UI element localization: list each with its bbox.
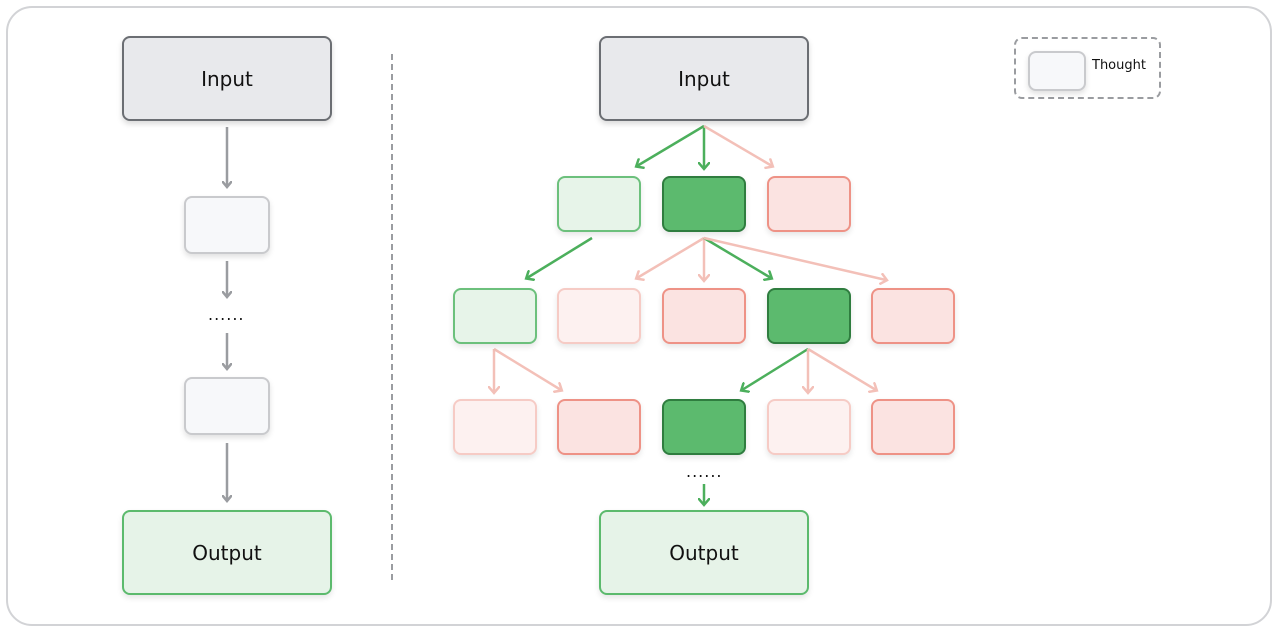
tree-node-l1-2	[662, 176, 746, 232]
right-output-label: Output	[669, 540, 739, 565]
left-ellipsis: ......	[208, 305, 245, 324]
left-output-box: Output	[122, 510, 332, 595]
tree-node-l1-3	[767, 176, 851, 232]
tree-arrow-l2d-l3e	[807, 347, 876, 390]
left-thought-1	[184, 196, 270, 254]
tree-node-l3-3	[662, 399, 746, 455]
tree-arrow-input-l1a	[637, 124, 705, 166]
tree-arrow-l2d-l3c	[742, 347, 809, 390]
left-input-label: Input	[201, 66, 253, 91]
tree-arrow-l1b-l2c	[637, 236, 705, 278]
tree-node-l2-2	[557, 288, 641, 344]
right-input-box: Input	[599, 36, 809, 121]
right-output-box: Output	[599, 510, 809, 595]
right-ellipsis: ......	[686, 462, 723, 481]
right-input-label: Input	[678, 66, 730, 91]
tree-arrow-l1b-l2d	[703, 236, 771, 278]
tree-node-l3-2	[557, 399, 641, 455]
section-divider	[391, 54, 393, 580]
legend-box: Thought	[1014, 37, 1161, 99]
tree-node-l2-4	[767, 288, 851, 344]
tree-node-l2-1	[453, 288, 537, 344]
tree-arrow-l2a-l3b	[493, 347, 561, 390]
tree-arrow-l1b-l2e	[703, 236, 886, 280]
tree-arrow-l1a-l2a	[527, 236, 593, 278]
left-thought-2	[184, 377, 270, 435]
tree-node-l3-4	[767, 399, 851, 455]
tree-node-l3-1	[453, 399, 537, 455]
tree-arrow-input-l1c	[703, 124, 772, 166]
tree-node-l2-3	[662, 288, 746, 344]
tree-node-l3-5	[871, 399, 955, 455]
tree-node-l2-5	[871, 288, 955, 344]
legend-thought-label: Thought	[1092, 58, 1146, 73]
left-input-box: Input	[122, 36, 332, 121]
left-output-label: Output	[192, 540, 262, 565]
tree-node-l1-1	[557, 176, 641, 232]
legend-thought-swatch	[1028, 51, 1086, 91]
